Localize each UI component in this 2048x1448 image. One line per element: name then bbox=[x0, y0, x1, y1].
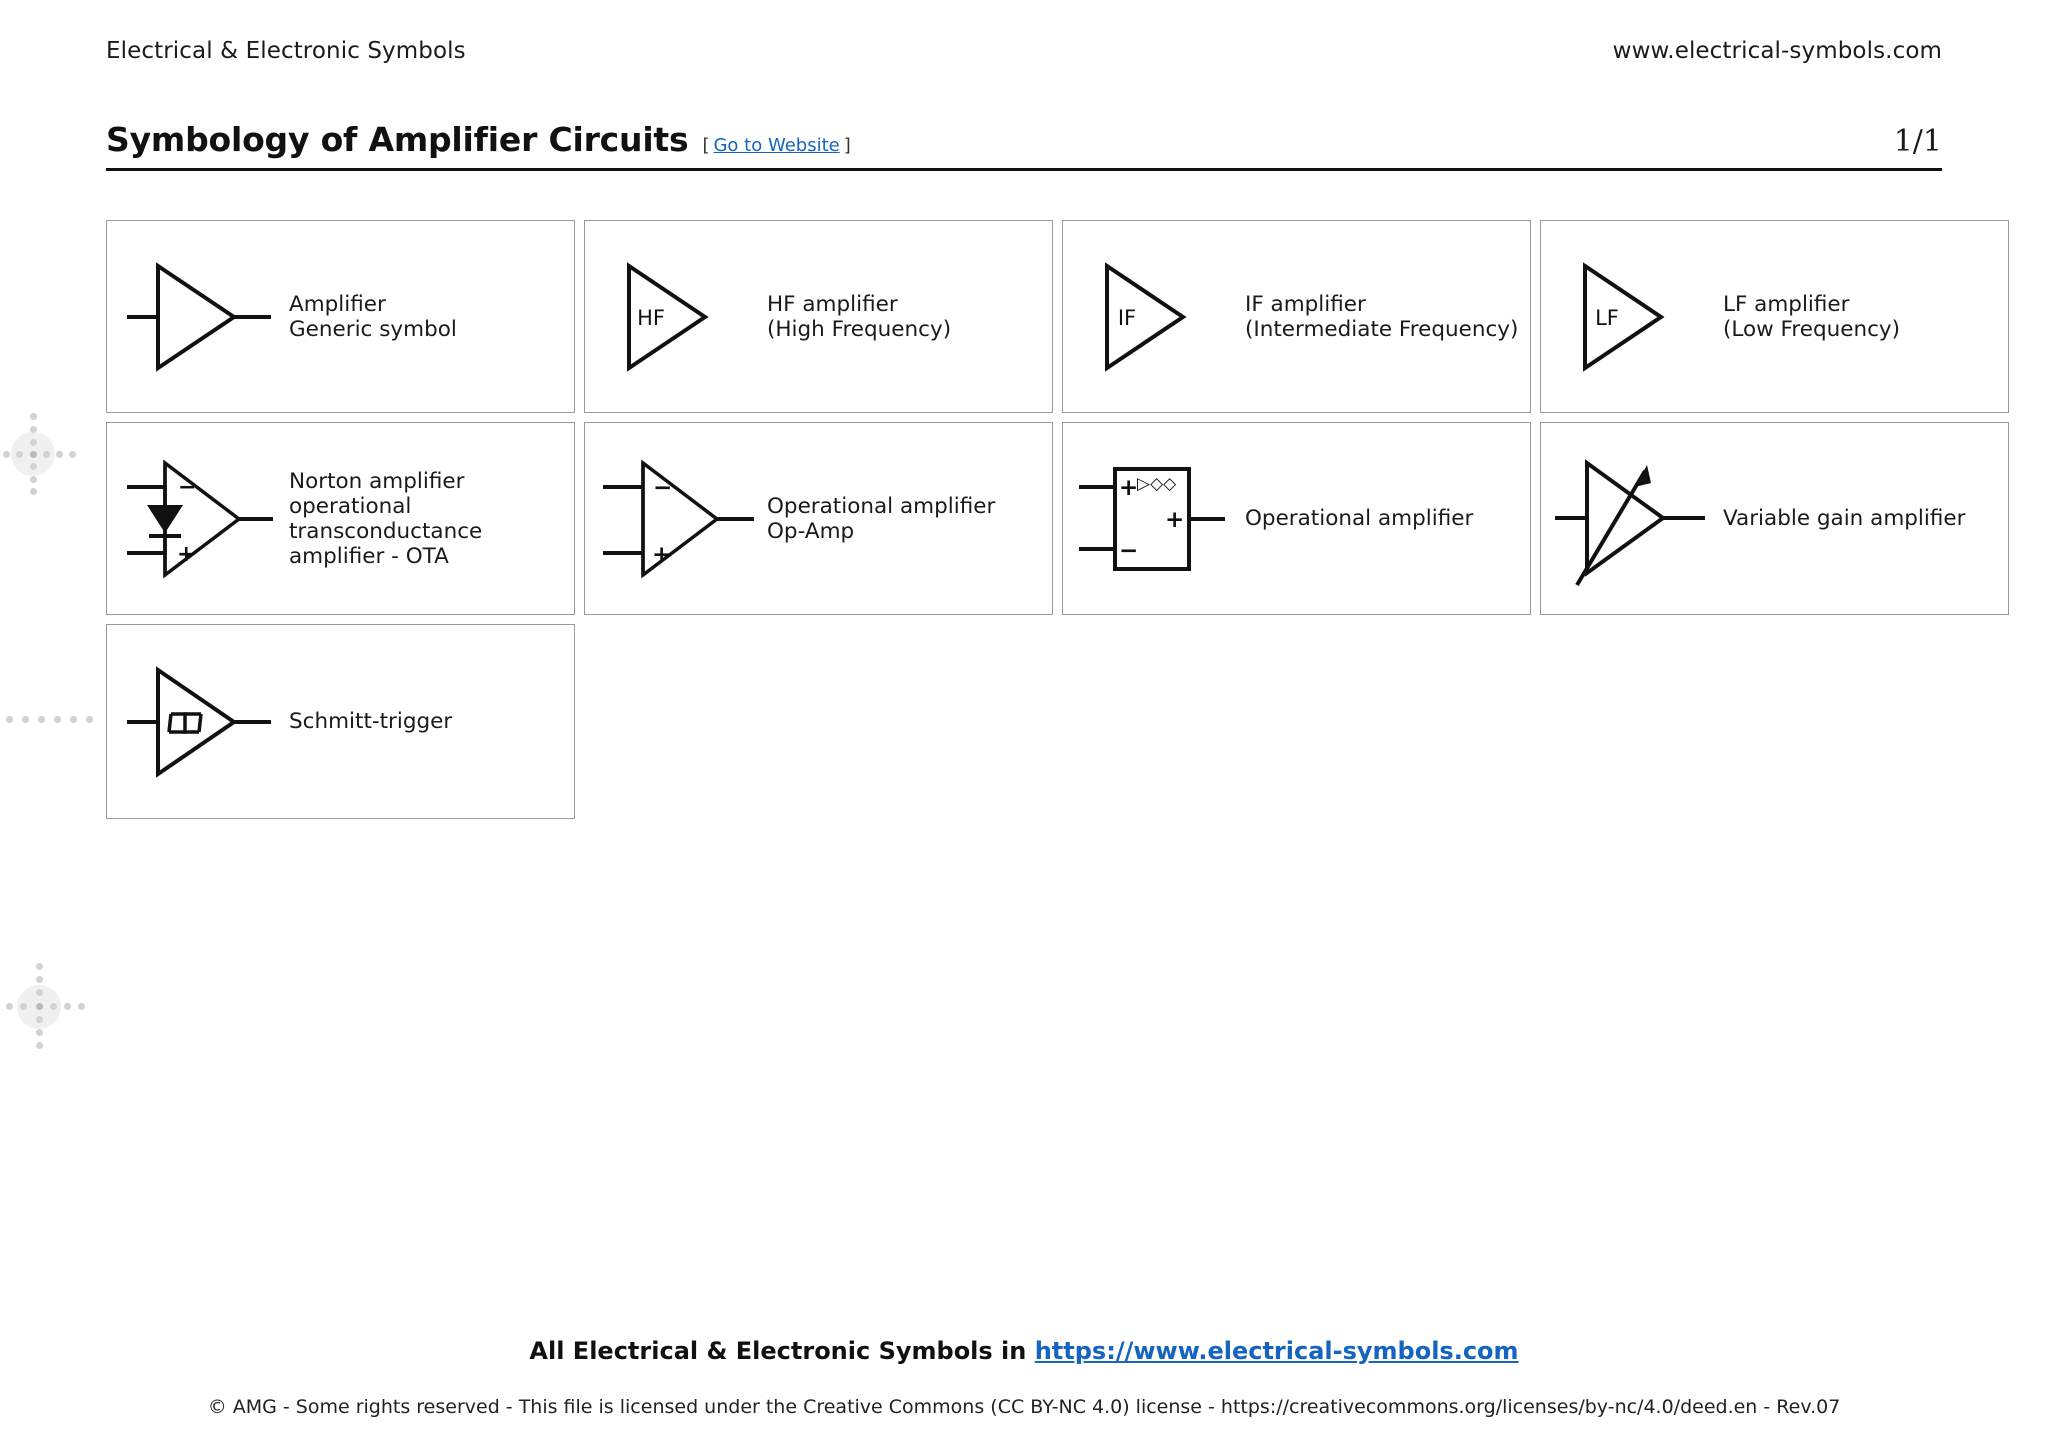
registration-dots-middle bbox=[6, 716, 93, 723]
symbol-caption: Schmitt-trigger bbox=[289, 709, 453, 734]
operational-amplifier-triangle-icon: − + bbox=[595, 449, 763, 589]
norton-ota-amplifier-icon: − + bbox=[117, 449, 285, 589]
symbol-card-schmitt-trigger[interactable]: Schmitt-trigger bbox=[106, 624, 575, 819]
if-inner-label: IF bbox=[1118, 306, 1136, 330]
symbol-card-operational-amplifier[interactable]: − + Operational amplifier Op-Amp bbox=[584, 422, 1053, 615]
symbol-card-operational-amplifier-box[interactable]: ▷◇◇ + − + Operational amplifier bbox=[1062, 422, 1531, 615]
lf-amplifier-triangle-icon: LF bbox=[1551, 252, 1719, 382]
hysteresis-glyph-icon bbox=[167, 711, 203, 734]
site-url-label: www.electrical-symbols.com bbox=[1612, 38, 1942, 64]
operational-amplifier-box-icon: ▷◇◇ + − + bbox=[1073, 449, 1241, 589]
symbol-caption: Variable gain amplifier bbox=[1723, 506, 1966, 531]
symbol-card-variable-gain-amplifier[interactable]: Variable gain amplifier bbox=[1540, 422, 2009, 615]
symbol-caption: LF amplifier (Low Frequency) bbox=[1723, 291, 1901, 342]
footer-main-prefix: All Electrical & Electronic Symbols in bbox=[529, 1337, 1035, 1365]
opamp-plus-label: + bbox=[652, 542, 671, 568]
symbol-card-lf-amplifier[interactable]: LF LF amplifier (Low Frequency) bbox=[1540, 220, 2009, 413]
go-to-website-link[interactable]: Go to Website bbox=[713, 135, 840, 156]
title-divider bbox=[106, 168, 1942, 171]
bracket-open: [ bbox=[702, 135, 710, 156]
footer-website-link[interactable]: https://www.electrical-symbols.com bbox=[1034, 1337, 1519, 1365]
opamp-box-qualifier-label: ▷◇◇ bbox=[1137, 474, 1177, 494]
symbol-caption: Operational amplifier Op-Amp bbox=[767, 493, 996, 544]
symbol-card-amplifier-generic[interactable]: Amplifier Generic symbol bbox=[106, 220, 575, 413]
goto-website-group: [Go to Website] bbox=[702, 135, 850, 156]
symbol-caption: Operational amplifier bbox=[1245, 506, 1474, 531]
page-title: Symbology of Amplifier Circuits bbox=[106, 120, 689, 159]
opamp-box-minus-input-label: − bbox=[1119, 538, 1138, 564]
title-block: Symbology of Amplifier Circuits [Go to W… bbox=[106, 120, 1942, 171]
if-amplifier-triangle-icon: IF bbox=[1073, 252, 1241, 382]
hf-inner-label: HF bbox=[637, 306, 665, 330]
hf-amplifier-triangle-icon: HF bbox=[595, 252, 763, 382]
page-header: Electrical & Electronic Symbols www.elec… bbox=[106, 38, 1942, 64]
opamp-box-plus-input-label: + bbox=[1119, 475, 1138, 501]
norton-plus-label: + bbox=[177, 542, 195, 567]
symbol-card-norton-ota[interactable]: − + Norton amplifier operational transco… bbox=[106, 422, 575, 615]
norton-minus-label: − bbox=[178, 475, 196, 500]
lf-inner-label: LF bbox=[1595, 306, 1619, 330]
bracket-close: ] bbox=[843, 135, 851, 156]
symbol-caption: HF amplifier (High Frequency) bbox=[767, 291, 952, 342]
amplifier-generic-triangle-icon bbox=[117, 252, 285, 382]
opamp-minus-label: − bbox=[653, 475, 672, 501]
footer-main: All Electrical & Electronic Symbols in h… bbox=[0, 1337, 2048, 1365]
symbol-grid: Amplifier Generic symbol HF HF amplifier… bbox=[106, 220, 2009, 819]
registration-mark-bottom bbox=[0, 955, 100, 1065]
page-number: 1/1 bbox=[1893, 124, 1942, 159]
symbol-caption: IF amplifier (Intermediate Frequency) bbox=[1245, 291, 1519, 342]
symbol-card-hf-amplifier[interactable]: HF HF amplifier (High Frequency) bbox=[584, 220, 1053, 413]
brand-label: Electrical & Electronic Symbols bbox=[106, 38, 466, 64]
schmitt-trigger-icon bbox=[117, 652, 285, 792]
title-row: Symbology of Amplifier Circuits [Go to W… bbox=[106, 120, 1942, 168]
registration-mark-top bbox=[0, 410, 90, 500]
symbol-caption: Norton amplifier operational transconduc… bbox=[289, 468, 483, 569]
variable-gain-amplifier-icon bbox=[1551, 449, 1719, 589]
opamp-box-output-label: + bbox=[1165, 507, 1184, 533]
symbol-card-if-amplifier[interactable]: IF IF amplifier (Intermediate Frequency) bbox=[1062, 220, 1531, 413]
title-left-group: Symbology of Amplifier Circuits [Go to W… bbox=[106, 120, 851, 159]
symbol-caption: Amplifier Generic symbol bbox=[289, 291, 457, 342]
footer-legal-text: © AMG - Some rights reserved - This file… bbox=[207, 1396, 1841, 1418]
